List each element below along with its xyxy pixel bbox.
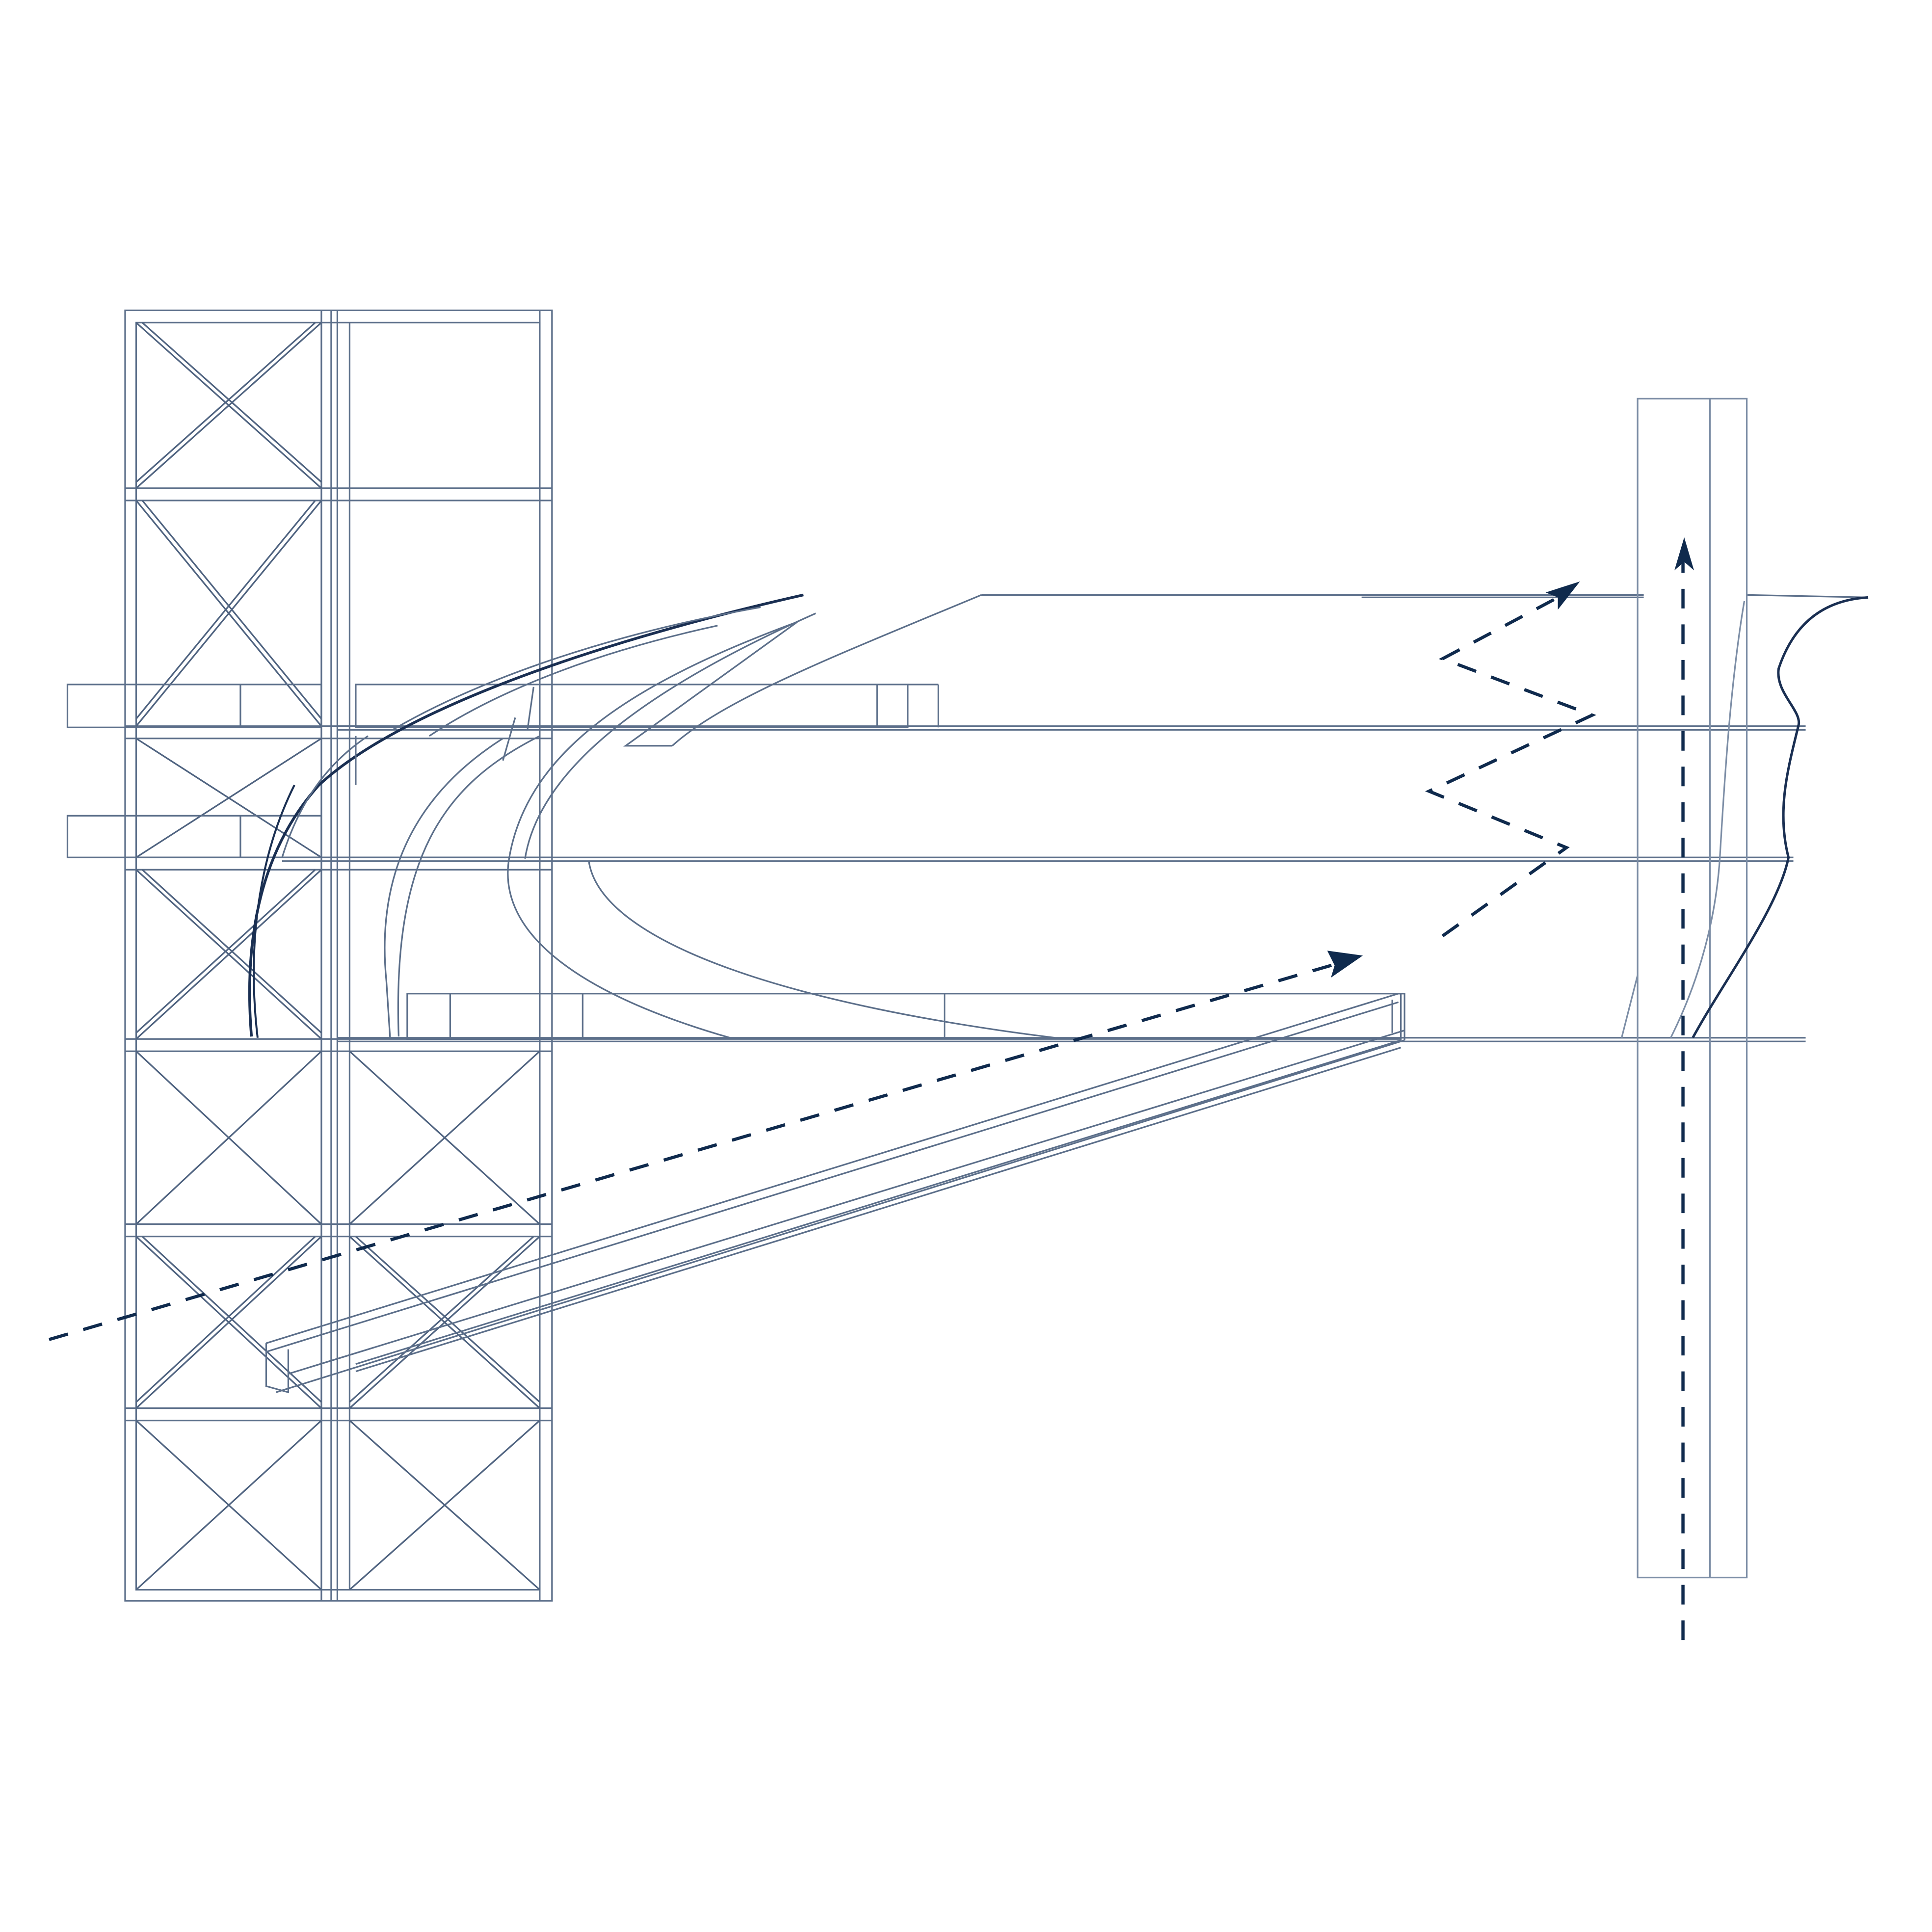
shell-outer-curve — [248, 593, 804, 1037]
shell-curve — [507, 621, 798, 1039]
shell-curve — [397, 735, 540, 1037]
shell-curve — [392, 606, 761, 731]
ramp-edge — [265, 993, 1399, 1344]
facade-outer-curve — [1692, 596, 1869, 1038]
shell-curve — [428, 625, 718, 737]
left-tower-bracing-right — [349, 1051, 540, 1590]
right-tower — [1621, 397, 1748, 1579]
left-tower-bracing — [135, 322, 322, 1590]
diagonal-approach-path — [49, 961, 1340, 1341]
balcony-rails — [66, 684, 1402, 1040]
shell-curve — [524, 612, 816, 859]
shell-curve — [502, 687, 534, 761]
roof-line-right — [1747, 594, 1869, 598]
right-tower-wall — [1621, 975, 1639, 1038]
ramp-edge — [355, 1039, 1402, 1365]
facade-curve — [1692, 596, 1869, 1038]
ramp-edge — [275, 1039, 1405, 1393]
ramp-end — [265, 1343, 290, 1394]
ramp — [265, 993, 1405, 1394]
shell-curve — [671, 594, 982, 747]
zigzag-path — [1425, 594, 1596, 937]
curved-shell — [248, 593, 1055, 1039]
arrowheads — [1327, 537, 1694, 978]
shell-curve — [588, 861, 1055, 1039]
shell-curve — [623, 621, 798, 747]
floor-slabs — [66, 594, 1869, 1042]
ramp-edge — [355, 1047, 1402, 1373]
left-tower — [124, 309, 553, 1602]
ramp-end — [1398, 993, 1405, 1040]
left-tower-outline — [124, 309, 553, 1602]
right-tower-wall — [1670, 601, 1746, 1038]
ramp-edge — [265, 1001, 1399, 1353]
arrowhead-icon — [1327, 951, 1363, 978]
arrowhead-icon — [1545, 581, 1580, 610]
circulation-paths — [49, 558, 1685, 1641]
right-tower-outline — [1637, 397, 1748, 1579]
ramp-edge — [288, 1030, 1405, 1375]
shell-curve — [384, 738, 503, 1038]
arrowhead-icon — [1674, 537, 1694, 571]
shell-lower-curve — [253, 784, 295, 1038]
shell-curve — [281, 735, 369, 858]
